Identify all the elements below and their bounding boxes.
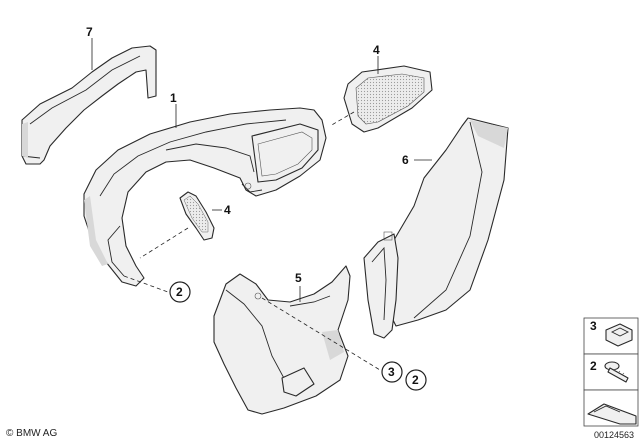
- callout-7: 7: [86, 25, 93, 39]
- callout-3: 3: [388, 365, 395, 379]
- callout-4-mid: 4: [224, 203, 231, 217]
- legend-callout-3: 3: [590, 319, 597, 333]
- callout-2-left: 2: [176, 285, 183, 299]
- circle-callout-2-left: [169, 281, 191, 303]
- callout-4-top: 4: [373, 43, 380, 57]
- part-7-bracket: [21, 45, 157, 165]
- dash-fastener-left: [123, 275, 169, 293]
- part-6-side-panel: [363, 117, 509, 339]
- screw-icon: [604, 361, 629, 383]
- part-symbol-icon: [587, 403, 637, 425]
- dash-fastener-right: [261, 297, 381, 371]
- brand-label: © BMW AG: [6, 428, 58, 439]
- callout-6: 6: [402, 153, 409, 167]
- part-5-lower-shroud: [213, 265, 351, 415]
- diagram-number: 00124563: [593, 430, 634, 440]
- callout-1: 1: [170, 91, 177, 105]
- part-4-clip-middle: [179, 191, 215, 241]
- speed-nut-icon: [605, 323, 633, 347]
- dash-4-top: [329, 111, 355, 127]
- part-1-main-trim: [83, 107, 327, 287]
- callout-5: 5: [295, 271, 302, 285]
- callout-2-right: 2: [412, 373, 419, 387]
- dash-4-mid: [139, 227, 189, 259]
- part-4-mesh-panel-upper: [343, 65, 433, 133]
- legend-callout-2: 2: [590, 359, 597, 373]
- fastener-legend: 3 2: [583, 317, 639, 427]
- circle-callout-3: [381, 361, 403, 383]
- circle-callout-2-right: [405, 369, 427, 391]
